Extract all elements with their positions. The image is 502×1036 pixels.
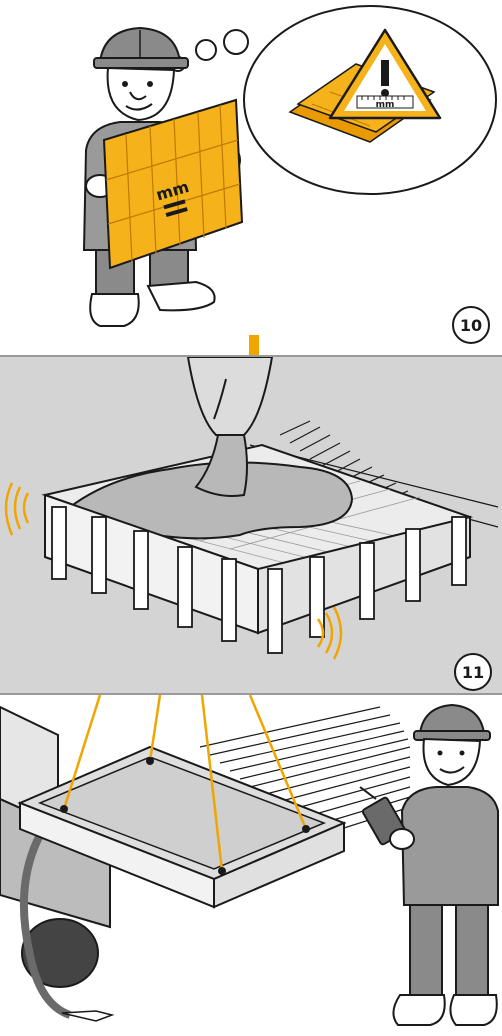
panel-lifting bbox=[0, 695, 502, 1036]
precast-slab-side bbox=[213, 821, 345, 909]
lifting-ropes bbox=[62, 695, 308, 872]
panel-concrete-pouring: 11 bbox=[0, 355, 502, 695]
step-connector bbox=[249, 335, 259, 355]
vibration-left-icon bbox=[4, 482, 30, 536]
crane-operator bbox=[359, 703, 499, 1026]
truck-wheel bbox=[21, 918, 99, 988]
warning-sign-label: mm bbox=[376, 100, 395, 110]
thought-dot-large bbox=[223, 29, 249, 55]
step-number-badge: 10 bbox=[452, 306, 490, 344]
warning-sign-icon: mm bbox=[328, 28, 442, 120]
rebar-lines bbox=[199, 706, 411, 836]
concrete-bucket bbox=[186, 357, 274, 436]
construction-plan: mm bbox=[102, 98, 244, 270]
vibration-right-icon bbox=[316, 606, 343, 660]
thought-dot-medium bbox=[195, 39, 217, 61]
concrete-pouring-illustration bbox=[4, 357, 499, 660]
concrete-flow bbox=[194, 434, 248, 497]
lifting-illustration bbox=[0, 695, 499, 1026]
lifting-anchors bbox=[60, 757, 310, 875]
hose bbox=[19, 833, 72, 1019]
formwork-supports bbox=[51, 506, 467, 654]
plan-check-illustration: mm bbox=[82, 5, 497, 327]
step-number-badge: 11 bbox=[454, 653, 492, 691]
panel-plan-check: mm bbox=[0, 0, 502, 355]
